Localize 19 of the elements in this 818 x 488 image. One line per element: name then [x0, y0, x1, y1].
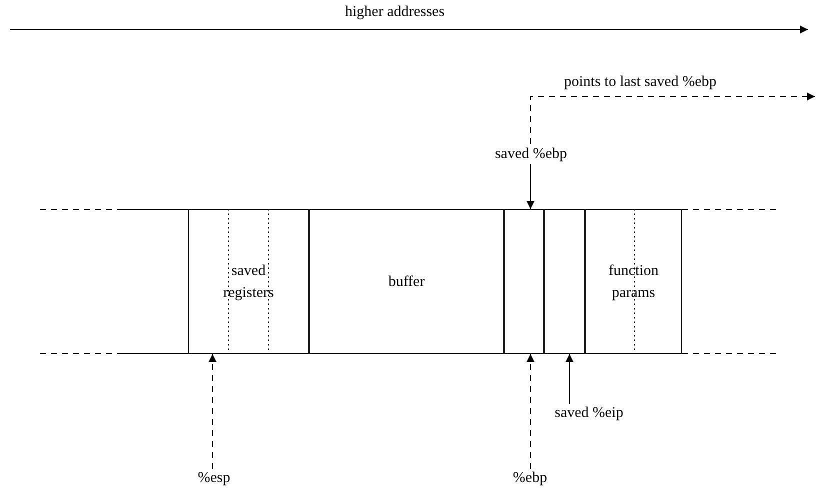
arrow [208, 354, 216, 470]
stack-slot [504, 209, 544, 354]
slot-label: buffer [388, 272, 425, 292]
stack-slot [309, 209, 504, 354]
stack-slot [585, 209, 682, 354]
arrow [526, 354, 534, 470]
direction-label: higher addresses [345, 4, 445, 21]
pointer-label: saved %eip [543, 404, 635, 423]
arrow [526, 164, 534, 210]
pointer-label: saved %ebp [494, 144, 568, 164]
slot-label: saved registers [222, 262, 275, 302]
edge-label: points to last saved %ebp [564, 74, 716, 91]
pointer-label: %ebp [510, 469, 550, 488]
stack-slot [188, 209, 309, 354]
arrow [566, 354, 574, 404]
arrow [530, 92, 816, 144]
slot-label: function params [608, 262, 660, 302]
stack-slot [544, 209, 585, 354]
pointer-label: %esp [194, 469, 234, 488]
